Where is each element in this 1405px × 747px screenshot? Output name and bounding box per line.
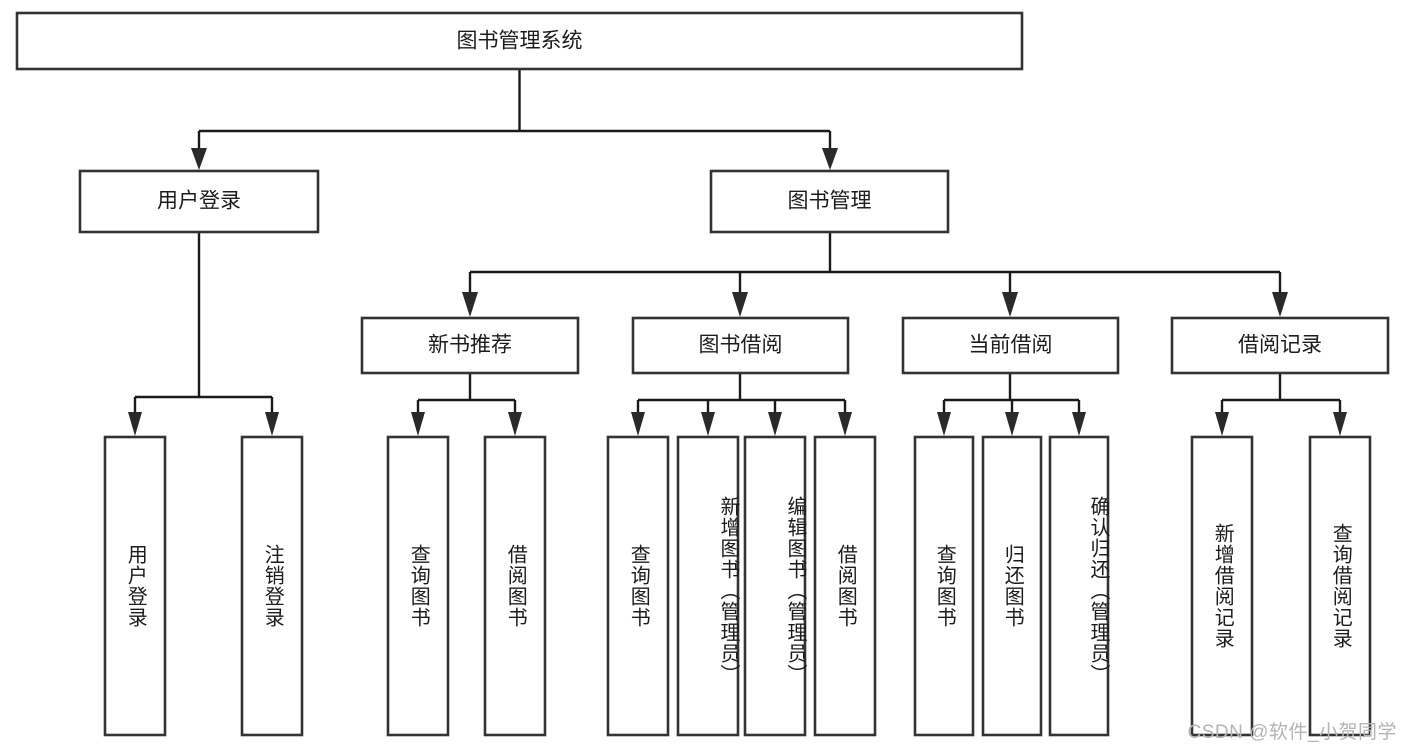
csdn-watermark: CSDN @软件_小贺同学: [1187, 722, 1397, 743]
node-box-leaf-borrow-query-book[interactable]: [606, 435, 670, 737]
node-label-user-login: 用户登录: [157, 190, 241, 213]
connector-group-current-borrow: [937, 373, 1086, 436]
node-current-borrow[interactable]: 当前借阅: [901, 316, 1120, 375]
node-box-book-manage[interactable]: [709, 169, 950, 234]
node-label-book-borrow: 图书借阅: [699, 334, 783, 357]
node-box-leaf-user-logout[interactable]: [240, 435, 304, 737]
node-box-leaf-rec-query-record[interactable]: [1308, 435, 1372, 737]
node-box-current-borrow[interactable]: [901, 316, 1120, 375]
arrow-head-leaf-rec-add-record: [1215, 412, 1229, 436]
arrow-head-leaf-borrow-edit-book: [768, 412, 782, 436]
node-root[interactable]: 图书管理系统: [15, 11, 1024, 71]
node-label-new-book-rec: 新书推荐: [428, 334, 512, 357]
arrow-head-borrow-record: [1272, 292, 1288, 317]
node-box-leaf-borrow-lend-book[interactable]: [813, 435, 877, 737]
arrow-head-leaf-borrow-lend-book: [838, 412, 852, 436]
node-box-leaf-rec-add-record[interactable]: [1190, 435, 1254, 737]
connector-group-book-borrow: [631, 373, 852, 436]
arrow-head-new-book-rec: [462, 292, 478, 317]
node-box-leaf-user-login[interactable]: [103, 435, 167, 737]
arrow-head-leaf-user-login: [128, 412, 142, 436]
node-box-book-borrow[interactable]: [631, 316, 850, 375]
arrow-head-leaf-cur-query-book: [937, 412, 951, 436]
node-box-leaf-borrow-add-book[interactable]: [676, 435, 740, 737]
connector-group-new-book-rec: [411, 373, 522, 436]
node-box-borrow-record[interactable]: [1170, 316, 1390, 375]
node-box-leaf-cur-confirm-return[interactable]: [1048, 435, 1110, 737]
arrow-head-leaf-borrow-add-book: [701, 412, 715, 436]
arrow-head-book-manage: [822, 148, 838, 170]
node-box-new-book-rec[interactable]: [360, 316, 580, 375]
arrow-head-current-borrow: [1002, 292, 1018, 317]
arrow-head-leaf-borrow-query-book: [631, 412, 645, 436]
node-label-borrow-record: 借阅记录: [1238, 334, 1322, 357]
arrow-head-leaf-user-logout: [265, 412, 279, 436]
connector-group-borrow-record: [1215, 373, 1347, 436]
arrow-head-leaf-rec-query-record: [1333, 412, 1347, 436]
connector-group-user-login: [128, 232, 279, 436]
arrow-head-leaf-cur-confirm-return: [1072, 412, 1086, 436]
node-borrow-record[interactable]: 借阅记录: [1170, 316, 1390, 375]
node-box-leaf-cur-query-book[interactable]: [913, 435, 975, 737]
node-box-leaf-borrow-edit-book[interactable]: [743, 435, 807, 737]
node-label-root: 图书管理系统: [457, 30, 583, 53]
arrow-head-book-borrow: [732, 292, 748, 317]
arrow-head-leaf-rec-query-book: [411, 412, 425, 436]
node-book-borrow[interactable]: 图书借阅: [631, 316, 850, 375]
arrow-head-leaf-rec-borrow-book: [508, 412, 522, 436]
node-box-user-login[interactable]: [78, 169, 320, 234]
node-box-leaf-rec-query-book[interactable]: [386, 435, 450, 737]
arrow-head-leaf-cur-return-book: [1005, 412, 1019, 436]
arrow-head-user-login: [191, 148, 207, 170]
connector-group-root: [191, 69, 838, 170]
node-label-current-borrow: 当前借阅: [969, 334, 1053, 357]
node-user-login[interactable]: 用户登录: [78, 169, 320, 234]
node-box-leaf-cur-return-book[interactable]: [981, 435, 1043, 737]
connector-group-book-manage: [462, 232, 1288, 317]
node-book-manage[interactable]: 图书管理: [709, 169, 950, 234]
node-box-leaf-rec-borrow-book[interactable]: [483, 435, 547, 737]
node-label-book-manage: 图书管理: [788, 190, 872, 213]
node-new-book-rec[interactable]: 新书推荐: [360, 316, 580, 375]
node-box-root[interactable]: [15, 11, 1024, 71]
